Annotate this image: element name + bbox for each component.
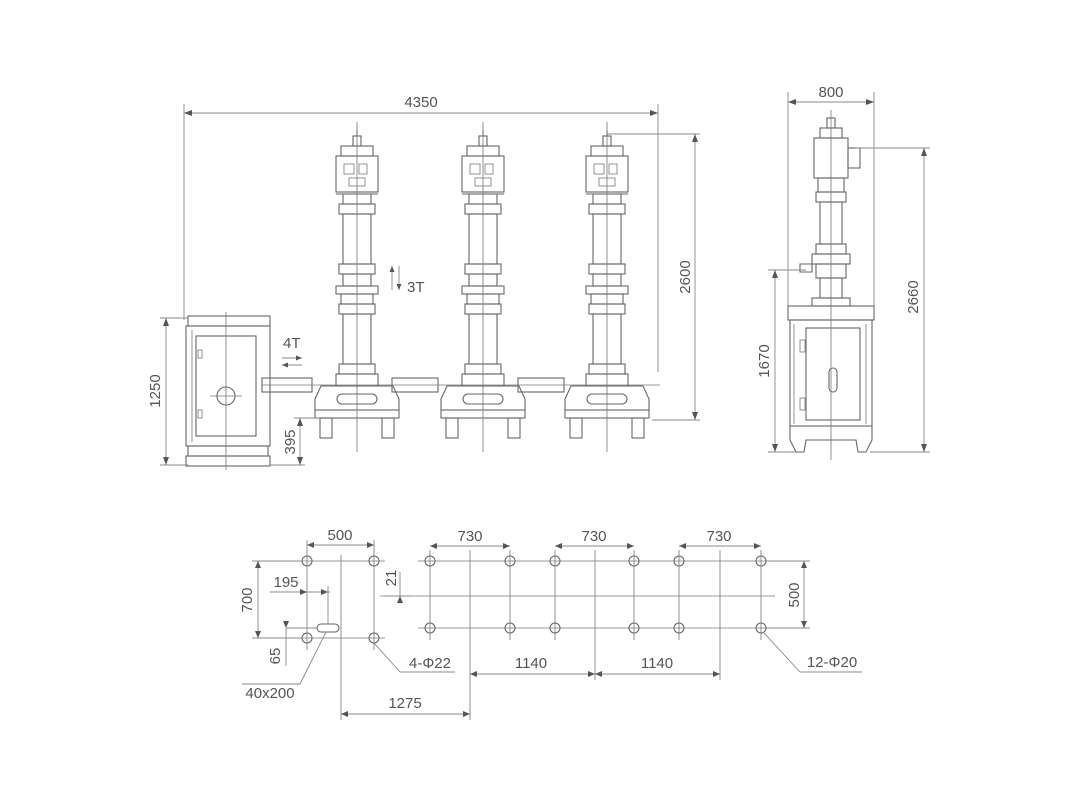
connecting-beam <box>261 377 660 393</box>
dim-pole-pitch-1: 1140 <box>515 655 547 672</box>
label-3t: 3T <box>407 279 425 296</box>
dim-base-offset: 395 <box>282 429 299 454</box>
dim-pole-spacing-3: 730 <box>706 528 731 545</box>
dim-overall-width: 4350 <box>404 94 437 111</box>
side-view: 800 <box>756 84 930 460</box>
label-cab-holes: 4-Φ22 <box>409 655 451 672</box>
dim-pole-spacing-2: 730 <box>581 528 606 545</box>
travel-arrow-4t: 4T <box>282 335 302 368</box>
control-cabinet <box>185 312 271 470</box>
dim-cabinet-height: 1250 <box>147 374 164 407</box>
dim-cab-spacing-y: 700 <box>239 587 256 612</box>
front-view: 4350 <box>147 94 700 470</box>
label-slot: 40x200 <box>245 685 294 702</box>
dim-cab-offset-65: 65 <box>267 648 284 665</box>
dim-pole-depth: 500 <box>786 582 803 607</box>
dim-pole-pitch-2: 1140 <box>641 655 673 672</box>
dim-pole-spacing-1: 730 <box>457 528 482 545</box>
dim-pole-offset-21: 21 <box>383 570 400 587</box>
pole-c <box>564 121 650 453</box>
pole-b <box>440 121 526 453</box>
side-pole <box>799 117 861 307</box>
dim-offset-to-cabinet: 1275 <box>388 695 421 712</box>
travel-arrow-3t: 3T <box>389 266 425 296</box>
label-pole-holes: 12-Φ20 <box>807 654 857 671</box>
pole-a <box>314 121 400 453</box>
label-4t: 4T <box>283 335 301 352</box>
dim-cab-offset-195: 195 <box>273 574 298 591</box>
dim-side-width: 800 <box>818 84 843 101</box>
dim-side-mount-height: 1670 <box>756 344 773 377</box>
dim-side-total-height: 2660 <box>905 280 922 313</box>
dim-pole-height: 2600 <box>677 260 694 293</box>
cabinet-foundation-plan: 500 700 195 65 40x200 4-Φ22 <box>239 527 455 720</box>
dim-cab-spacing-x: 500 <box>327 527 352 544</box>
pole-foundation-plan: 730 730 730 500 21 1140 1140 1 <box>341 528 862 720</box>
